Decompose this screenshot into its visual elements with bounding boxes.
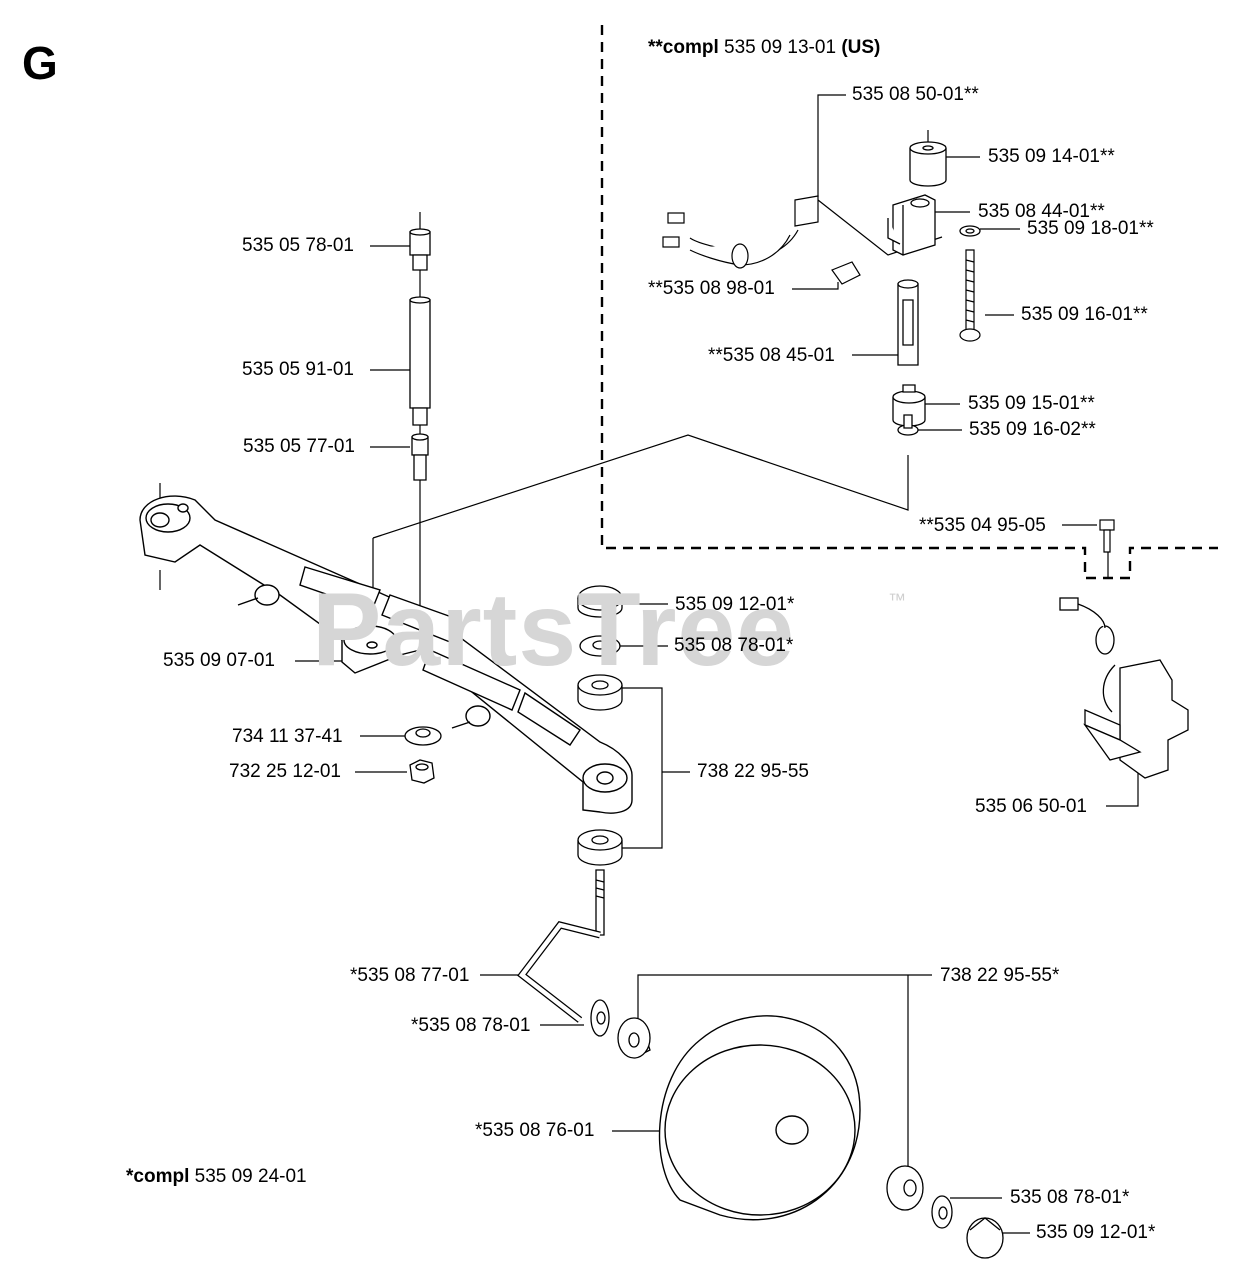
- screw-535-04-95-05: [1099, 519, 1115, 553]
- washer-535-08-78-01-top: [579, 635, 621, 657]
- spacer-535-09-14-01: [909, 141, 947, 187]
- part-label-535-05-77-01: 535 05 77-01: [243, 436, 355, 457]
- compl-us-suffix: (US): [841, 37, 881, 58]
- part-label-535-09-16-01: 535 09 16-01**: [1021, 304, 1148, 325]
- bearing-right: [886, 1165, 924, 1211]
- screw-535-09-16-01: [959, 249, 981, 342]
- leader-738-22-95-55: [620, 687, 690, 849]
- cap-535-09-12-01-bottom: [966, 1217, 1004, 1259]
- shaft-535-08-45-01: [897, 279, 919, 366]
- part-label-535-08-50-01: 535 08 50-01**: [852, 84, 979, 105]
- part-label-535-09-12-01-bottom: 535 09 12-01*: [1036, 1222, 1156, 1243]
- compl-us-number: 535 09 13-01: [724, 37, 837, 58]
- part-label-738-22-95-55: 738 22 95-55: [697, 761, 809, 782]
- bearing-738-22-95-55-bottom: [577, 829, 623, 866]
- washer-535-09-18-01: [959, 225, 981, 237]
- washer-535-08-78-01-right: [931, 1195, 953, 1229]
- spacer-535-05-77-01: [411, 433, 429, 481]
- part-label-535-06-50-01: 535 06 50-01: [975, 796, 1087, 817]
- washer-535-09-16-02: [897, 414, 919, 436]
- bearing-738-22-95-55-top: [577, 674, 623, 711]
- part-label-535-05-78-01: 535 05 78-01: [242, 235, 354, 256]
- part-label-535-09-14-01: 535 09 14-01**: [988, 146, 1115, 167]
- part-label-535-08-45-01: **535 08 45-01: [708, 345, 835, 366]
- axle-bracket-535-09-07-01: [139, 495, 633, 814]
- part-label-535-08-78-01-right: 535 08 78-01*: [1010, 1187, 1130, 1208]
- part-label-535-04-95-05: **535 04 95-05: [919, 515, 1046, 536]
- harness-535-08-50-01: [662, 195, 819, 269]
- compl-us-prefix: **compl: [648, 37, 719, 58]
- spacer-535-05-78-01: [409, 228, 431, 271]
- bearing-left: [617, 1017, 651, 1059]
- part-label-535-09-12-01-top: 535 09 12-01*: [675, 594, 795, 615]
- part-label-535-09-18-01: 535 09 18-01**: [1027, 218, 1154, 239]
- part-label-535-05-91-01: 535 05 91-01: [242, 359, 354, 380]
- leader-738-22-95-55-star: [637, 974, 932, 1170]
- part-label-535-09-07-01: 535 09 07-01: [163, 650, 275, 671]
- compl-main-label: *compl 535 09 24-01: [126, 1166, 307, 1188]
- part-label-535-08-78-01-left: *535 08 78-01: [411, 1015, 531, 1036]
- compl-main-prefix: *compl: [126, 1166, 190, 1187]
- bracket-535-08-44-01: [887, 194, 936, 256]
- part-label-535-09-15-01: 535 09 15-01**: [968, 393, 1095, 414]
- cap-535-09-12-01-top: [577, 585, 623, 618]
- leader-535-06-50-01: [1106, 770, 1139, 807]
- spacer-535-09-15-01: [892, 384, 926, 427]
- nut-732-25-12-01: [409, 759, 435, 784]
- part-label-535-08-77-01: *535 08 77-01: [350, 965, 470, 986]
- part-label-535-08-78-01-top: 535 08 78-01*: [674, 635, 794, 656]
- part-label-535-09-16-02: 535 09 16-02**: [969, 419, 1096, 440]
- axle-535-08-77-01: [517, 869, 605, 1023]
- watermark: PartsTree: [312, 572, 796, 688]
- part-label-535-08-76-01: *535 08 76-01: [475, 1120, 595, 1141]
- section-letter: G: [22, 37, 58, 89]
- part-label-738-22-95-55-star: 738 22 95-55*: [940, 965, 1060, 986]
- part-label-734-11-37-41: 734 11 37-41: [232, 726, 343, 747]
- leader-535-08-50-01: [817, 94, 846, 197]
- us-kit-boundary: [600, 25, 1218, 580]
- leader-535-08-98-01: [792, 282, 839, 290]
- wheel-535-08-76-01: [658, 1015, 861, 1221]
- plug-535-08-98-01: [831, 261, 861, 285]
- compl-us-label: **compl 535 09 13-01 (US): [648, 37, 880, 59]
- part-label-732-25-12-01: 732 25 12-01: [229, 761, 341, 782]
- part-label-535-08-44-01: 535 08 44-01**: [978, 201, 1105, 222]
- sensor-535-06-50-01: [1059, 597, 1189, 779]
- washer-734-11-37-41: [404, 726, 442, 746]
- washer-535-08-78-01-left: [590, 999, 610, 1037]
- spacer-535-05-91-01: [409, 296, 431, 426]
- watermark-tm: ™: [888, 590, 906, 610]
- compl-main-number: 535 09 24-01: [194, 1166, 307, 1187]
- part-label-535-08-98-01: **535 08 98-01: [648, 278, 775, 299]
